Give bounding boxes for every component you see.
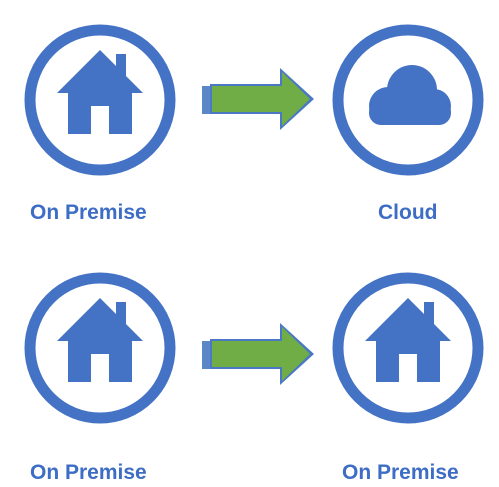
target-label: Cloud <box>378 201 438 224</box>
house-icon <box>365 298 451 382</box>
house-icon <box>57 50 143 134</box>
house-icon <box>57 298 143 382</box>
on-premise-badge <box>20 268 180 428</box>
on-premise-badge <box>328 268 488 428</box>
migration-arrow <box>198 64 318 134</box>
cloud-badge <box>328 20 488 180</box>
source-label: On Premise <box>30 201 147 224</box>
target-label: On Premise <box>342 461 459 484</box>
on-premise-badge <box>20 20 180 180</box>
source-label: On Premise <box>30 461 147 484</box>
cloud-icon <box>369 65 451 125</box>
migration-arrow <box>198 319 318 389</box>
